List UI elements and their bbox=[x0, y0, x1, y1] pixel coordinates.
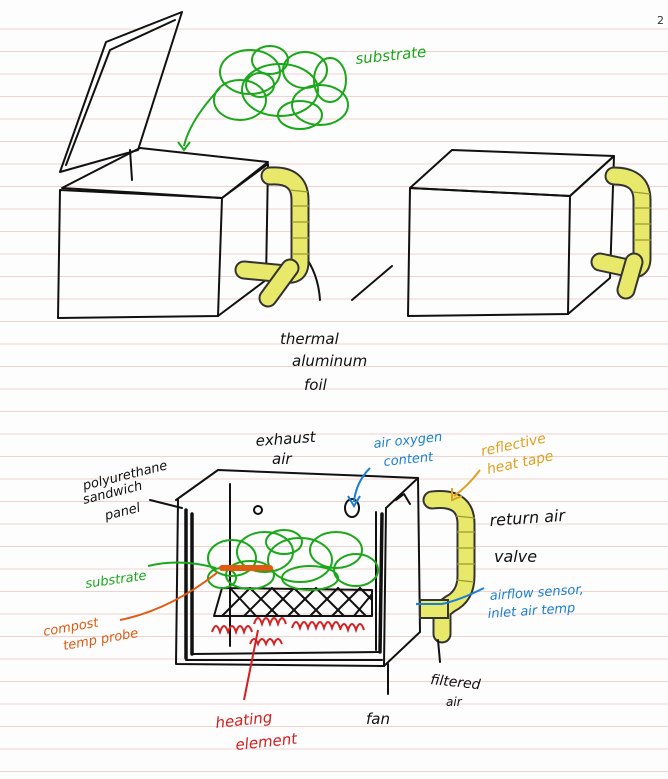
foil-label-line1: thermal bbox=[280, 330, 340, 348]
oxygen-label-line2: content bbox=[383, 450, 435, 470]
fan-label: fan bbox=[366, 710, 390, 728]
valve-label: valve bbox=[494, 547, 537, 566]
heating-label-line1: heating bbox=[215, 708, 274, 732]
sensor-label-line2: inlet air temp bbox=[487, 601, 576, 622]
foil-label-line2: aluminum bbox=[292, 352, 367, 370]
return-hose-right bbox=[600, 176, 651, 290]
heating-label-line2: element bbox=[235, 729, 300, 753]
closed-box bbox=[352, 150, 614, 316]
heat-tape-pointer bbox=[452, 470, 480, 500]
exhaust-label-line2: air bbox=[272, 450, 292, 468]
foil-label-line3: foil bbox=[304, 376, 328, 394]
substrate-scribble-top bbox=[178, 46, 348, 150]
oxygen-label-line1: air oxygen bbox=[373, 430, 443, 452]
substrate-label-bottom: substrate bbox=[84, 569, 147, 592]
substrate-label-top: substrate bbox=[355, 43, 428, 68]
return-hose-left bbox=[244, 176, 309, 298]
panel-label-line3: panel bbox=[102, 501, 142, 525]
return-air-label: return air bbox=[489, 506, 567, 530]
filtered-label-line1: filtered bbox=[430, 672, 482, 693]
filtered-label-line2: air bbox=[446, 695, 463, 709]
exhaust-label-line1: exhaust bbox=[255, 428, 317, 450]
return-hose-bottom bbox=[420, 500, 476, 663]
substrate-scribble-bottom bbox=[148, 530, 378, 590]
